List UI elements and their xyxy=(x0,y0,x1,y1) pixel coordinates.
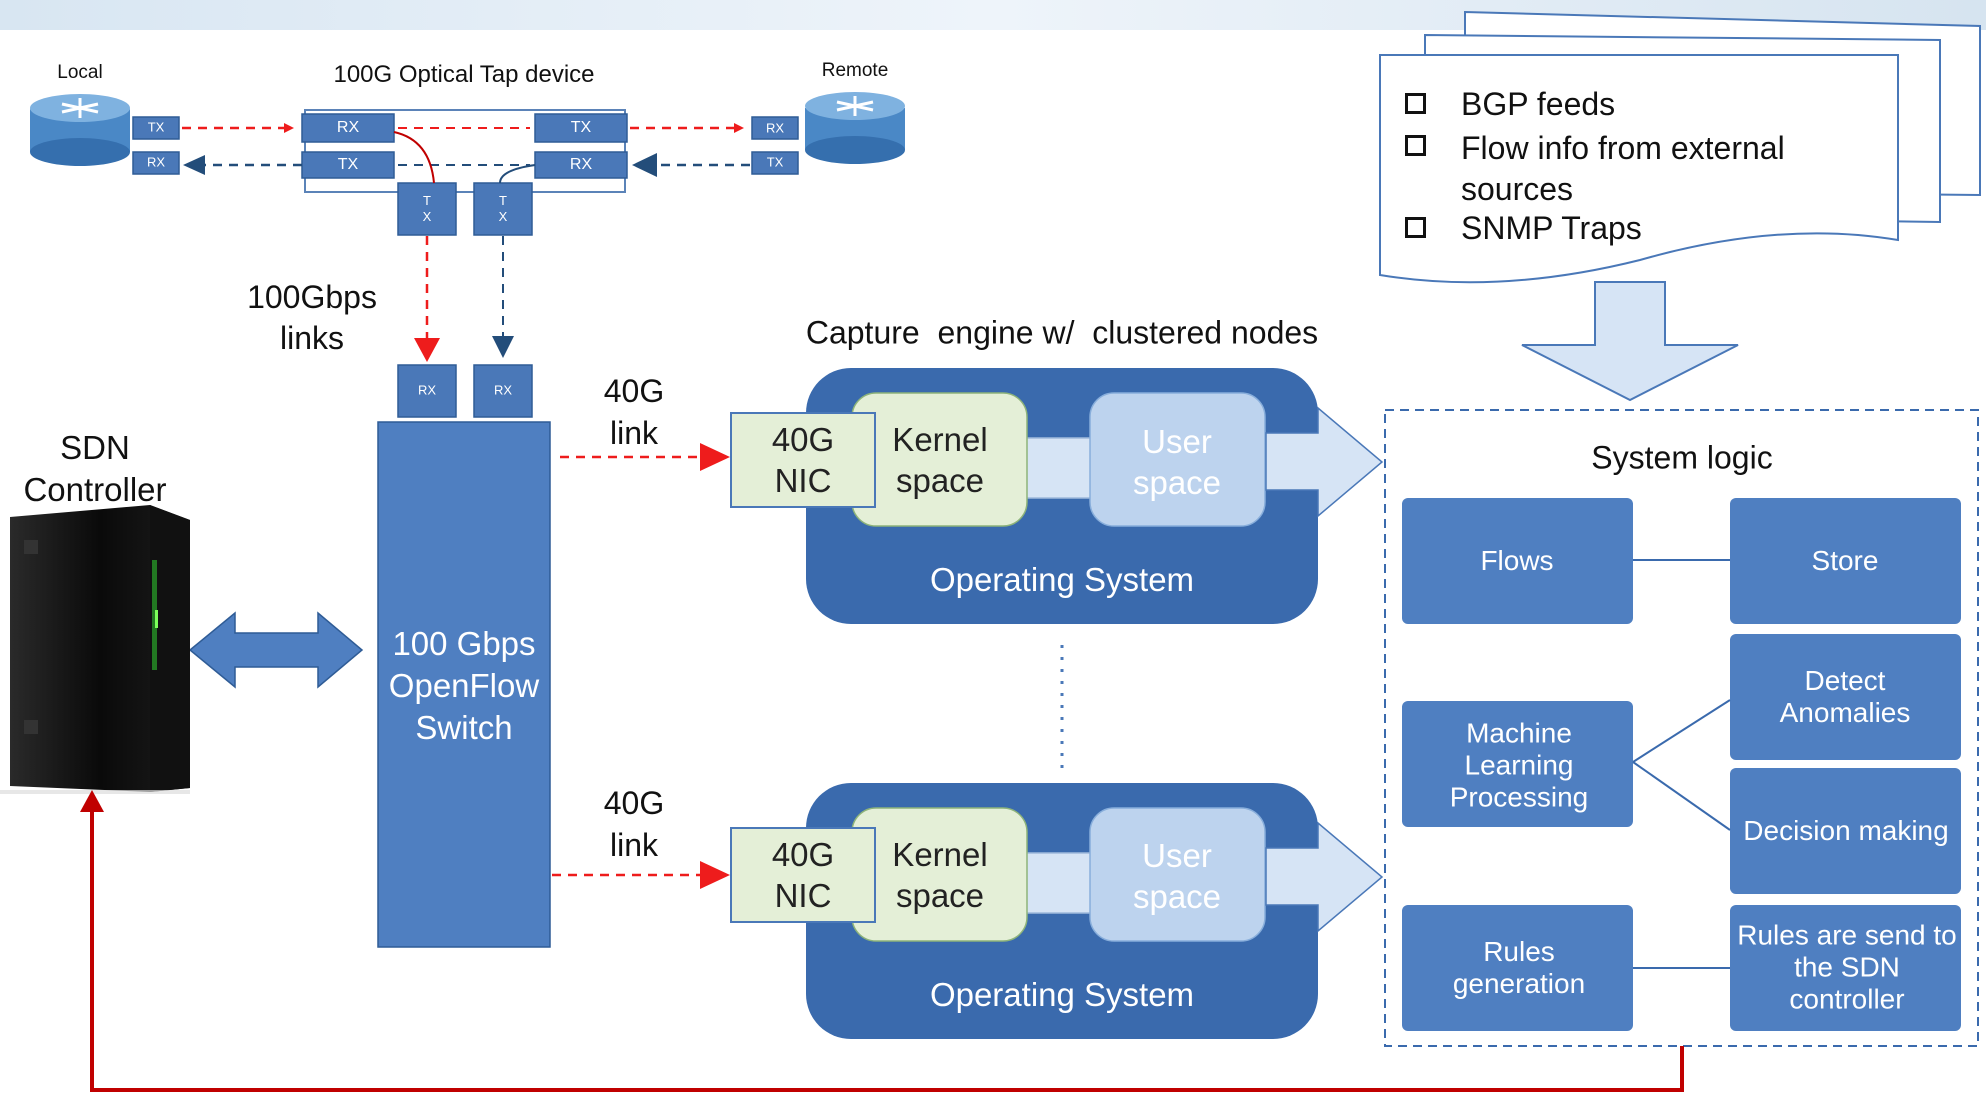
tap-device-label: 100G Optical Tap device xyxy=(333,61,595,89)
local-rx-label: RX xyxy=(146,154,166,170)
source-item-snmp: SNMP Traps xyxy=(1405,210,1825,247)
nic-box-1 xyxy=(730,412,876,508)
checkbox-icon xyxy=(1405,135,1426,156)
user-box-2 xyxy=(1089,807,1266,942)
rules-gen-box xyxy=(1402,905,1633,1031)
node-output-arrow-1 xyxy=(1265,406,1384,518)
nic-box-2 xyxy=(730,827,876,923)
store-label: Store xyxy=(1811,544,1879,576)
decision-box xyxy=(1730,768,1961,894)
node-output-arrow-2 xyxy=(1265,821,1384,933)
switch-rx-1: RX xyxy=(417,382,437,398)
controller-switch-arrow xyxy=(188,611,364,689)
store-box xyxy=(1730,498,1961,624)
sources-to-logic-arrow xyxy=(1521,281,1739,402)
flows-label: Flows xyxy=(1480,544,1554,576)
user-box-1 xyxy=(1089,392,1266,527)
remote-rx-label: RX xyxy=(765,120,785,136)
server-icon xyxy=(0,505,190,794)
rules-gen-label: Rules generation xyxy=(1452,935,1586,999)
tap-rx-right-label: RX xyxy=(569,155,593,173)
capture-engine-title: Capture engine w/ clustered nodes xyxy=(805,314,1319,351)
detect-box xyxy=(1730,634,1961,760)
arrowhead-100g-red xyxy=(414,338,440,362)
ml-box xyxy=(1402,701,1633,827)
tap-rx-left-label: RX xyxy=(336,118,360,136)
local-tx-label: TX xyxy=(147,119,165,135)
external-sources-docs xyxy=(1379,10,1981,284)
switch-rx-2: RX xyxy=(493,382,513,398)
remote-tx-label: TX xyxy=(766,154,784,170)
logic-boxes xyxy=(1402,498,1961,1031)
decision-label: Decision making xyxy=(1743,814,1949,846)
tap-tx-right-label: TX xyxy=(570,118,592,136)
logic-connectors xyxy=(1632,559,1731,969)
feedback-line xyxy=(90,806,1684,1092)
detect-label: Detect Anomalies xyxy=(1779,664,1911,728)
system-logic-title: System logic xyxy=(1591,439,1773,476)
tap-tx-left-label: TX xyxy=(337,155,359,173)
flows-box xyxy=(1402,498,1633,624)
arrowhead-100g-blue xyxy=(492,336,514,358)
arrowhead-to-local xyxy=(183,155,205,175)
rules-send-label: Rules are send to the SDN controller xyxy=(1737,919,1957,1016)
tap-split-blue xyxy=(499,164,536,184)
checkbox-icon xyxy=(1405,217,1426,238)
port-boxes xyxy=(132,113,799,418)
remote-router-icon xyxy=(805,92,905,164)
local-router-icon xyxy=(30,94,130,166)
openflow-switch xyxy=(377,421,551,948)
remote-label: Remote xyxy=(821,60,889,82)
tap-split-red xyxy=(393,131,435,184)
local-label: Local xyxy=(57,62,103,84)
os-label-1: Operating System xyxy=(929,561,1195,599)
arrowhead-40g-top xyxy=(700,443,730,471)
tap-device-frame xyxy=(304,109,626,193)
arrowhead-40g-bottom xyxy=(700,861,730,889)
source-item-bgp: BGP feeds xyxy=(1405,86,1825,123)
arrowhead-to-tap xyxy=(632,153,657,177)
rules-send-box xyxy=(1730,905,1961,1031)
ml-label: Machine Learning Processing xyxy=(1449,717,1589,814)
feedback-arrowhead xyxy=(80,790,104,812)
source-item-flow-info: Flow info from external sources xyxy=(1405,128,1805,210)
checkbox-icon xyxy=(1405,93,1426,114)
os-label-2: Operating System xyxy=(929,976,1195,1014)
